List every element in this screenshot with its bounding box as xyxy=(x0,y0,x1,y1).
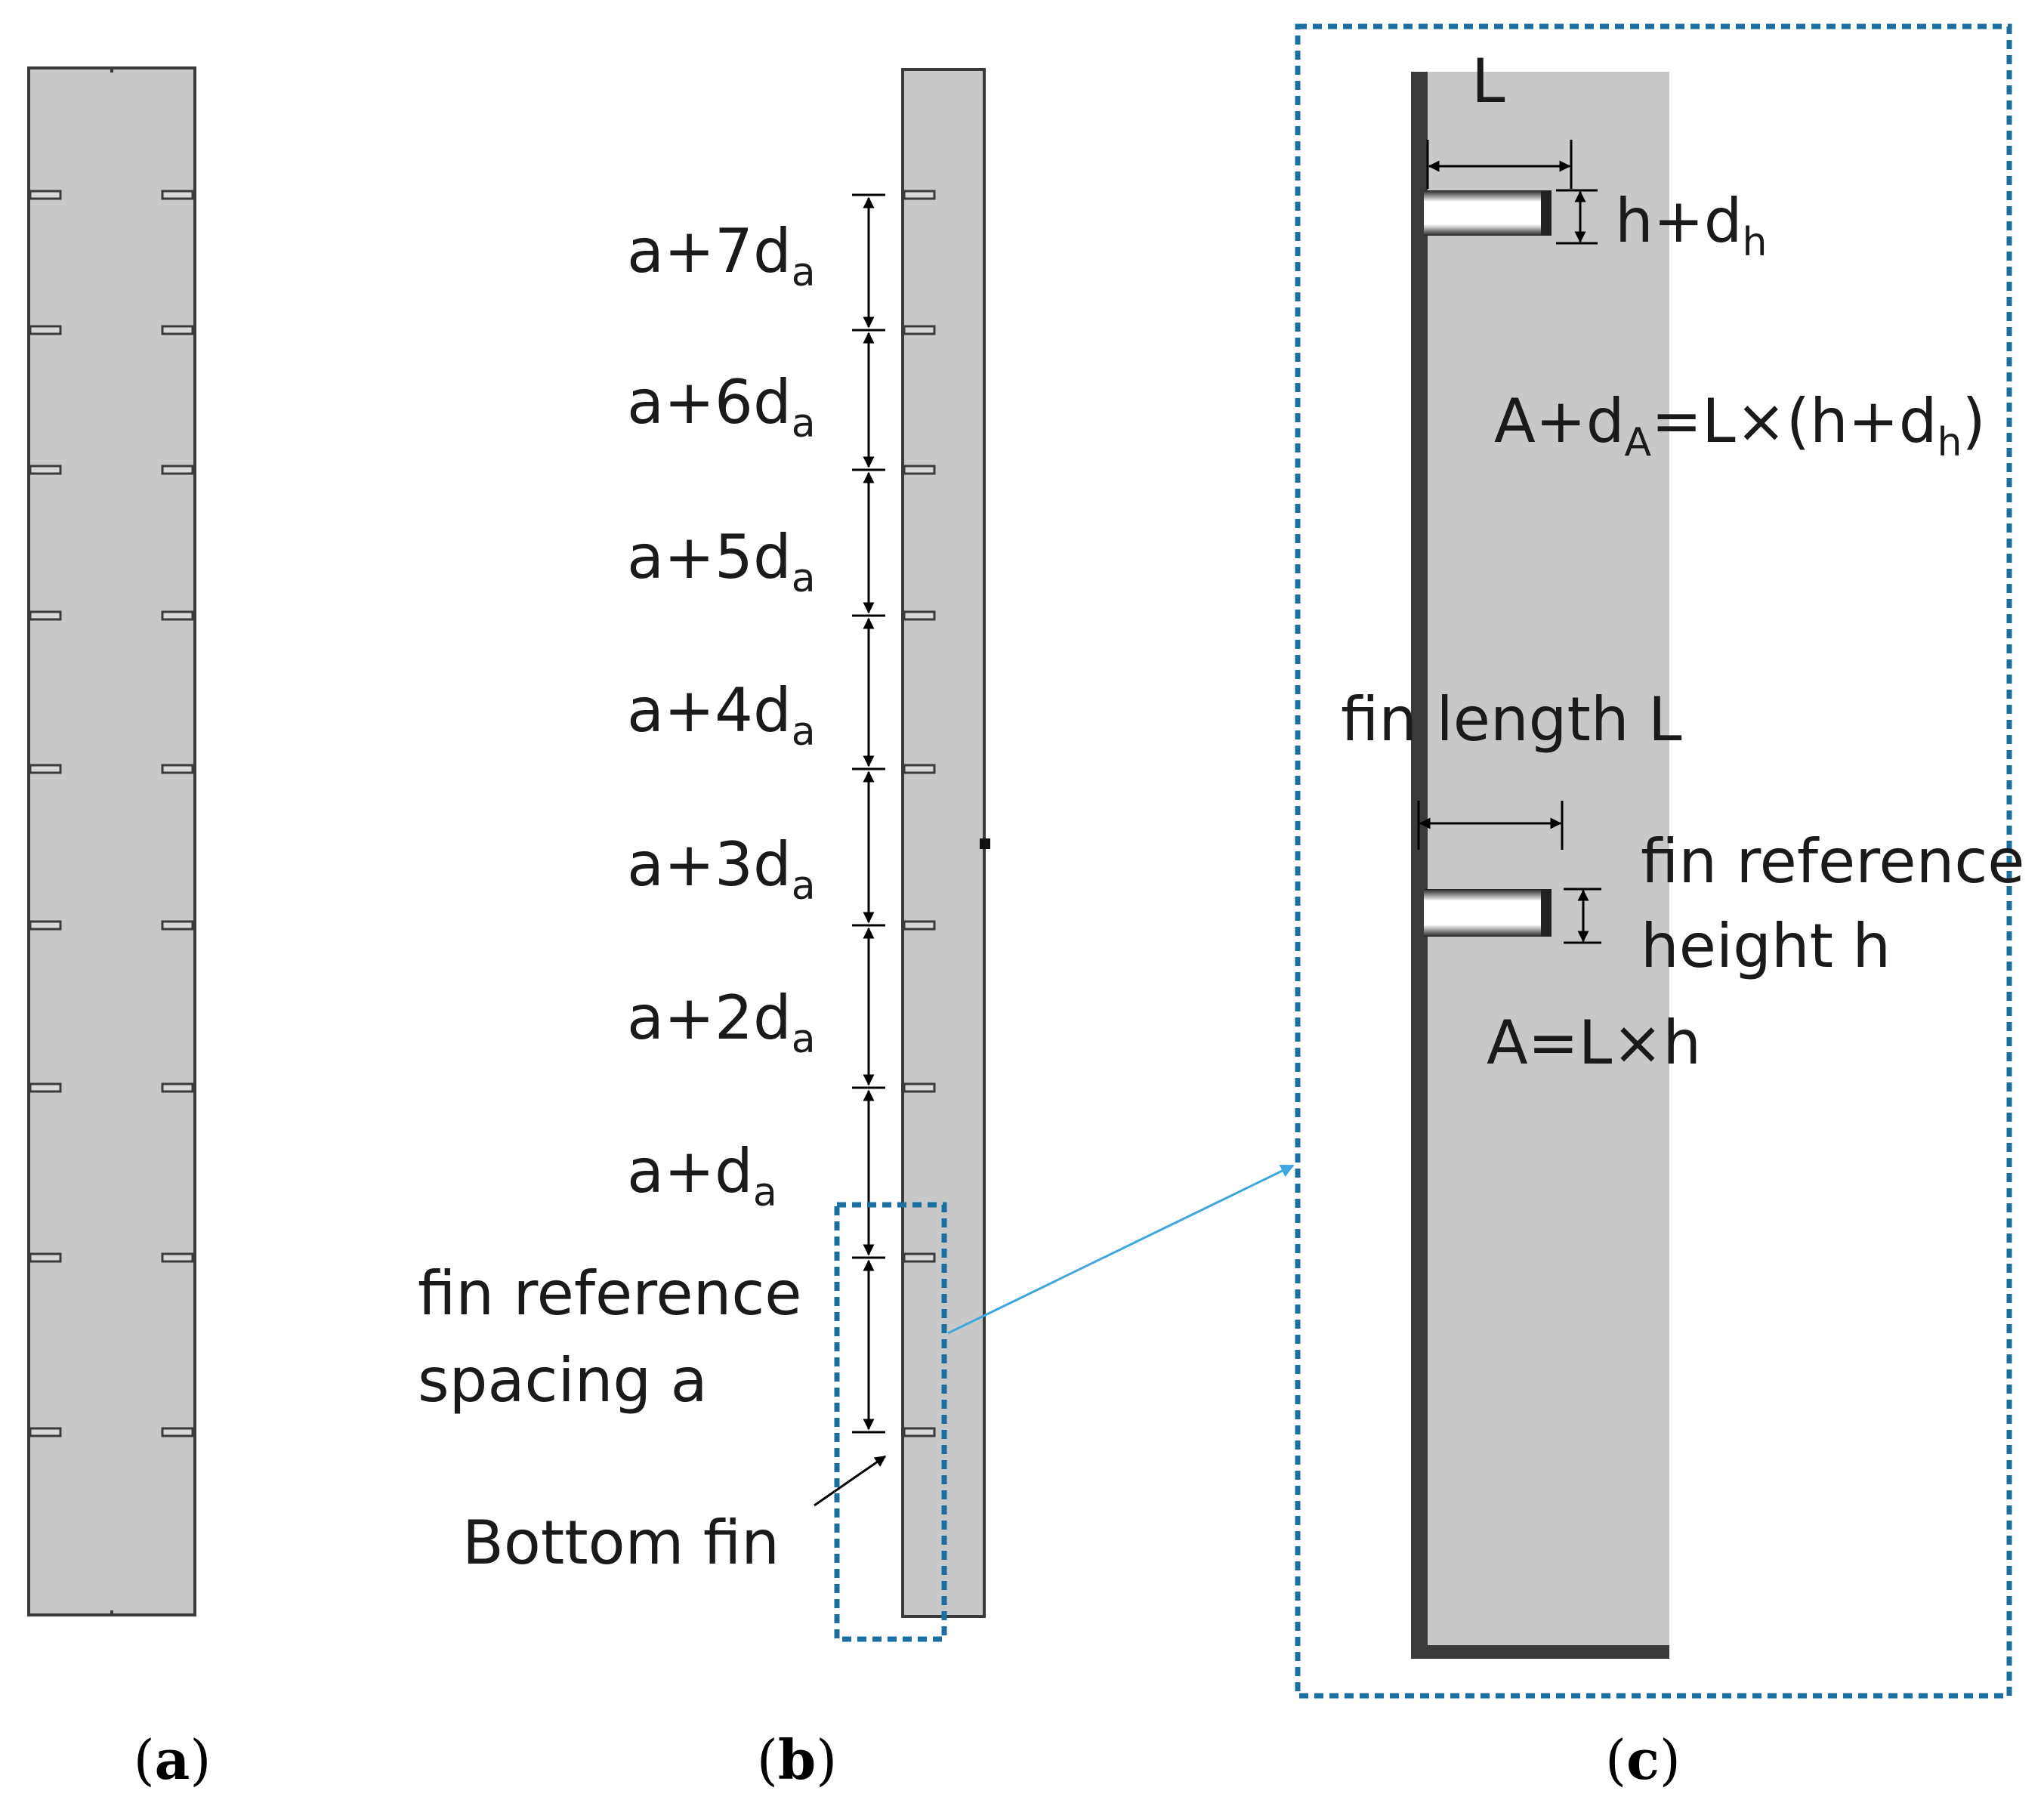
panel-a-fin-right-9 xyxy=(161,1427,194,1437)
panel-a-caption: (a) xyxy=(134,1728,212,1792)
fin-length-label: fin length L xyxy=(1341,684,1682,755)
panel-c-ref-fin xyxy=(1424,889,1548,937)
panel-a-fin-left-3 xyxy=(29,465,62,475)
panel-a-fin-right-6 xyxy=(161,920,194,931)
bottom-fin-pointer xyxy=(814,1455,887,1507)
panel-c-ref-fin-end xyxy=(1541,889,1552,937)
panel-a-fin-right-1 xyxy=(161,190,194,200)
panel-a-fin-left-5 xyxy=(29,764,62,774)
panel-a-fin-right-5 xyxy=(161,764,194,774)
panel-c-top-fin-end xyxy=(1541,190,1552,236)
panel-a-fin-left-2 xyxy=(29,325,62,335)
panel-b-fin-1 xyxy=(903,190,936,200)
height-top-label: h+dh xyxy=(1615,186,1767,265)
spacing-label-1: a+da xyxy=(627,1136,777,1215)
spacing-label-7: a+7da xyxy=(627,216,816,295)
panel-a: (a) xyxy=(27,66,212,1792)
panel-c-top-fin xyxy=(1424,190,1548,236)
zoom-connector-arrow xyxy=(947,1164,1295,1335)
panel-a-fin-right-8 xyxy=(161,1252,194,1263)
spacing-label-5: a+5da xyxy=(627,522,816,601)
panel-a-fin-right-7 xyxy=(161,1082,194,1093)
panel-b-dimension-arrows xyxy=(852,193,885,1434)
spacing-label-3: a+3da xyxy=(627,829,816,909)
panel-a-fin-right-3 xyxy=(161,465,194,475)
panel-c-caption: (c) xyxy=(1605,1728,1681,1792)
panel-b-caption: (b) xyxy=(757,1728,838,1792)
area-top-formula: A+dA=L×(h+dh) xyxy=(1494,386,1986,465)
bottom-fin-label: Bottom fin xyxy=(462,1508,780,1578)
panel-c-plate-wall xyxy=(1411,72,1428,1654)
panel-b-plate xyxy=(901,68,986,1618)
panel-a-fins xyxy=(29,66,194,1616)
panel-b-fin-5 xyxy=(903,764,936,774)
area-bottom-formula: A=L×h xyxy=(1487,1008,1701,1078)
panel-a-fin-left-1 xyxy=(29,190,62,200)
reference-spacing-label-line2: spacing a xyxy=(418,1345,708,1416)
spacing-label-4: a+4da xyxy=(627,675,816,755)
reference-spacing-label-line1: fin reference xyxy=(418,1258,802,1329)
panel-c-plate-bottom xyxy=(1411,1645,1669,1659)
panel-b-fin-9 xyxy=(903,1427,936,1437)
panel-a-fin-left-9 xyxy=(29,1427,62,1437)
panel-a-fin-left-4 xyxy=(29,610,62,621)
panel-a-fin-left-6 xyxy=(29,920,62,931)
panel-c-frame xyxy=(1295,23,2012,1699)
panel-b-fin-8 xyxy=(903,1252,936,1263)
panel-b-fin-6 xyxy=(903,920,936,931)
panel-a-fin-left-8 xyxy=(29,1252,62,1263)
panel-b-fin-7 xyxy=(903,1082,936,1093)
spacing-label-2: a+2da xyxy=(627,983,816,1062)
zoom-region-box xyxy=(834,1202,947,1642)
panel-b-fins xyxy=(903,190,936,1437)
panel-b-fin-4 xyxy=(903,610,936,621)
panel-c: L h+dh A+dA=L×(h+dh) fin length L fin re… xyxy=(1295,23,2025,1792)
panel-a-fin-right-4 xyxy=(161,610,194,621)
panel-b-fin-2 xyxy=(903,325,936,335)
panel-a-fin-left-7 xyxy=(29,1082,62,1093)
ref-height-label-line2: height h xyxy=(1641,911,1891,981)
spacing-label-6: a+6da xyxy=(627,367,816,446)
length-top-label: L xyxy=(1471,46,1505,116)
panel-a-fin-right-2 xyxy=(161,325,194,335)
panel-b-fin-3 xyxy=(903,465,936,475)
panel-a-plate xyxy=(27,66,196,1616)
panel-b: a+7da a+6da a+5da a+4da a+3da a+2da a+da… xyxy=(418,68,1295,1792)
ref-height-label-line1: fin reference xyxy=(1641,826,2025,897)
panel-c-plate xyxy=(1413,72,1669,1654)
panel-b-marker xyxy=(980,838,990,849)
